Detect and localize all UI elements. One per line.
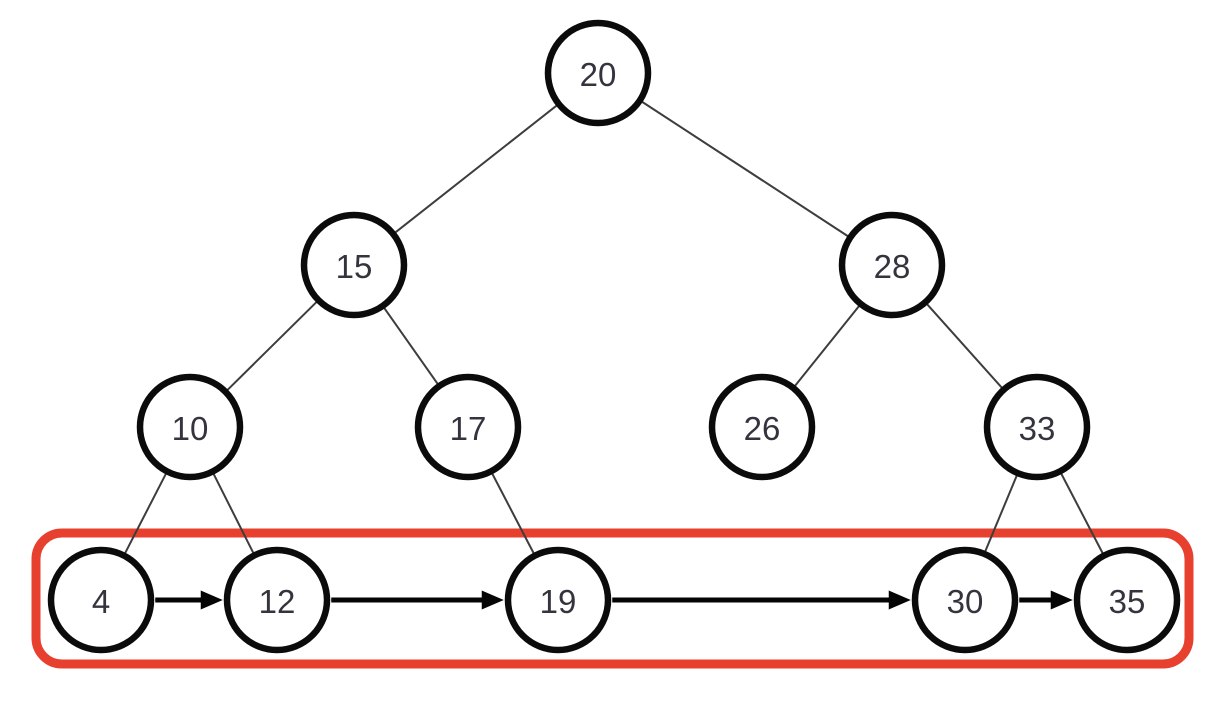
tree-node-label: 4 (92, 583, 110, 620)
tree-node-label: 30 (947, 583, 984, 620)
tree-node-circle (1073, 546, 1181, 654)
list-arrowhead-icon (888, 590, 911, 610)
tree-node-circle (47, 546, 155, 654)
tree-node-circle (414, 373, 522, 481)
tree-node-label: 15 (336, 248, 373, 285)
tree-edge-17-19 (491, 473, 535, 554)
leaf-level-highlight-box (31, 528, 1194, 669)
tree-edge-10-4 (124, 473, 167, 554)
tree-node-19: 19 (504, 546, 612, 654)
tree-edges (124, 101, 1104, 554)
tree-node-20: 20 (544, 19, 652, 127)
tree-node-circle (223, 546, 331, 654)
tree-node-15: 15 (300, 211, 408, 319)
tree-node-17: 17 (414, 373, 522, 481)
tree-node-label: 19 (540, 583, 577, 620)
tree-node-label: 28 (874, 248, 911, 285)
list-arrowhead-icon (481, 590, 504, 610)
leaf-list-arrows (155, 590, 1073, 610)
tree-edge-15-17 (383, 307, 439, 385)
list-arrow-12-19 (331, 590, 504, 610)
tree-edge-20-15 (394, 104, 558, 234)
tree-edge-20-28 (641, 101, 849, 237)
list-arrowhead-icon (1050, 590, 1073, 610)
tree-node-circle (708, 373, 816, 481)
tree-node-label: 26 (744, 410, 781, 447)
tree-edge-15-10 (226, 301, 318, 391)
tree-node-33: 33 (983, 373, 1091, 481)
tree-edge-28-26 (794, 305, 860, 387)
tree-node-circle (838, 211, 946, 319)
tree-edge-33-35 (1060, 473, 1104, 554)
tree-node-28: 28 (838, 211, 946, 319)
tree-node-label: 10 (172, 410, 209, 447)
tree-node-circle (911, 546, 1019, 654)
list-arrowhead-icon (200, 590, 223, 610)
tree-nodes: 20 15 28 10 17 26 33 4 12 19 30 35 (47, 19, 1181, 654)
tree-node-label: 17 (450, 410, 487, 447)
tree-node-circle (300, 211, 408, 319)
list-arrow-4-12 (155, 590, 223, 610)
tree-node-circle (544, 19, 652, 127)
tree-node-label: 35 (1109, 583, 1146, 620)
tree-node-circle (504, 546, 612, 654)
tree-node-circle (983, 373, 1091, 481)
list-arrow-30-35 (1019, 590, 1073, 610)
tree-node-label: 20 (580, 56, 617, 93)
tree-node-label: 12 (259, 583, 296, 620)
tree-node-12: 12 (223, 546, 331, 654)
tree-edge-10-12 (212, 473, 255, 554)
tree-node-4: 4 (47, 546, 155, 654)
tree-node-35: 35 (1073, 546, 1181, 654)
tree-node-circle (136, 373, 244, 481)
tree-node-10: 10 (136, 373, 244, 481)
tree-node-30: 30 (911, 546, 1019, 654)
tree-node-26: 26 (708, 373, 816, 481)
list-arrow-19-30 (612, 590, 911, 610)
tree-edge-28-33 (926, 303, 1003, 389)
tree-edge-33-30 (984, 475, 1018, 552)
tree-node-label: 33 (1019, 410, 1056, 447)
